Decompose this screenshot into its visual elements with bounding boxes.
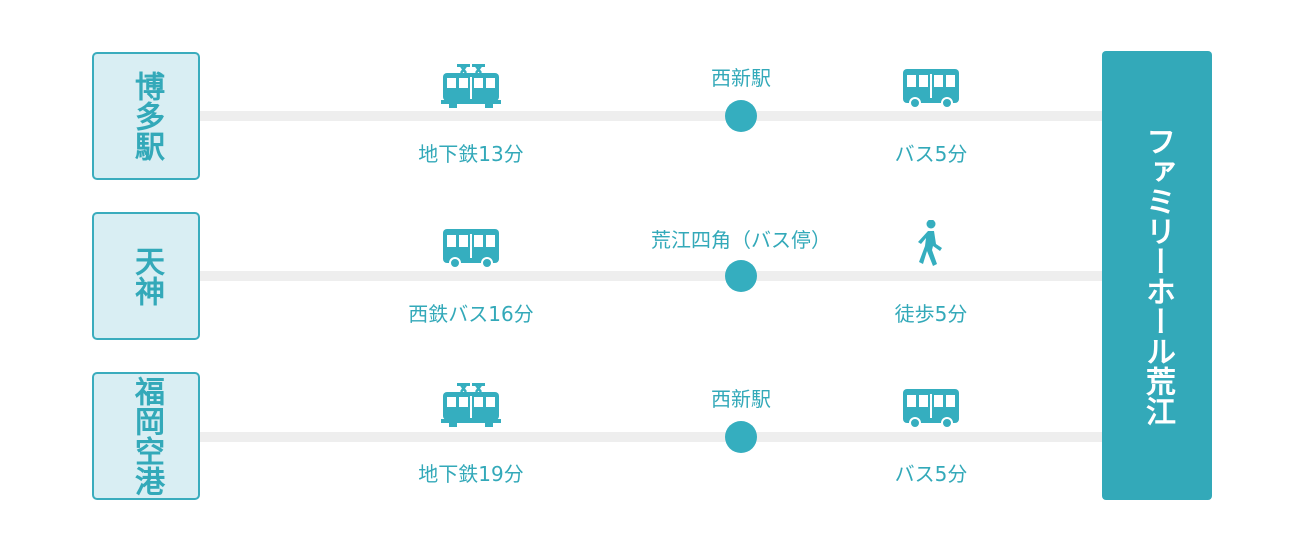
origin-label: 天神 (129, 246, 164, 306)
route-line-1 (200, 111, 1102, 121)
route-line-3 (200, 432, 1102, 442)
first-leg-label: 地下鉄19分 (418, 462, 524, 486)
origin-box-fukuoka-airport: 福岡空港 (92, 372, 200, 500)
second-leg-label: バス5分 (894, 142, 968, 166)
train-icon (441, 64, 501, 108)
transfer-stop-dot (725, 421, 757, 453)
second-leg-label: 徒歩5分 (894, 302, 968, 326)
origin-box-hakata-station: 博多駅 (92, 52, 200, 180)
first-leg-label: 地下鉄13分 (418, 142, 524, 166)
destination-box: ファミリーホール荒江 (1102, 51, 1212, 500)
origin-label: 博多駅 (129, 71, 164, 161)
walking-person-icon (918, 220, 942, 266)
transfer-stop-dot (725, 260, 757, 292)
transfer-point-label: 西新駅 (711, 66, 771, 90)
bus-icon (902, 69, 960, 109)
transfer-point-label: 荒江四角（バス停） (651, 228, 831, 252)
transfer-stop-dot (725, 100, 757, 132)
bus-icon (902, 389, 960, 429)
first-leg-label: 西鉄バス16分 (408, 302, 534, 326)
second-leg-label: バス5分 (894, 462, 968, 486)
destination-label: ファミリーホール荒江 (1140, 125, 1175, 426)
bus-icon (442, 229, 500, 269)
route-line-2 (200, 271, 1102, 281)
origin-box-tenjin: 天神 (92, 212, 200, 340)
transfer-point-label: 西新駅 (711, 387, 771, 411)
origin-label: 福岡空港 (129, 376, 164, 496)
train-icon (441, 383, 501, 427)
